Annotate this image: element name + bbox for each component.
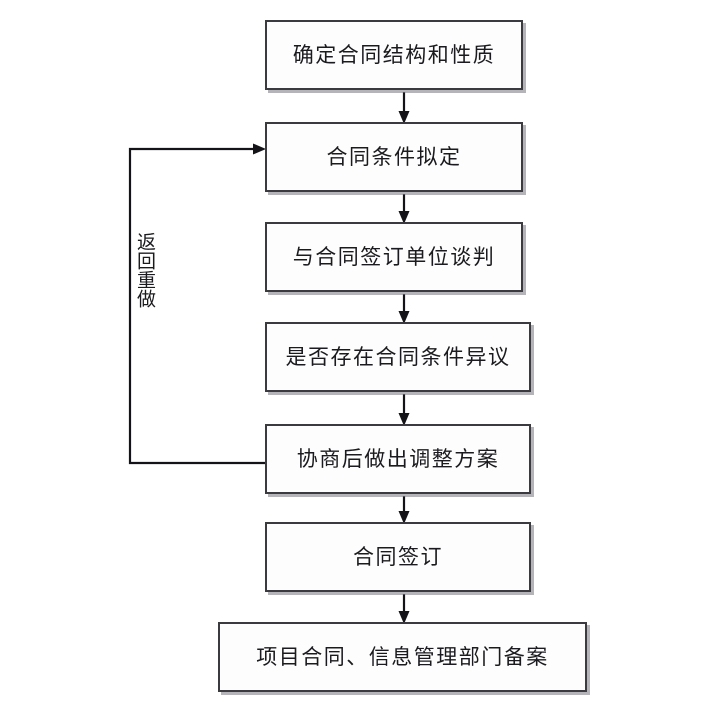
process-box-label: 合同签订 (353, 544, 443, 569)
process-box-label: 是否存在合同条件异议 (285, 344, 511, 369)
process-box-draft-contract-terms[interactable]: 合同条件拟定 (265, 122, 523, 192)
process-box-contract-signing[interactable]: 合同签订 (265, 522, 531, 592)
connector-node1-node2 (398, 92, 410, 124)
process-box-label: 合同条件拟定 (326, 144, 462, 169)
process-box-label: 确定合同结构和性质 (292, 42, 496, 67)
process-box-filing-with-management-department[interactable]: 项目合同、信息管理部门备案 (218, 622, 587, 692)
process-box-negotiate-with-signing-party[interactable]: 与合同签订单位谈判 (265, 222, 523, 292)
process-box-label: 协商后做出调整方案 (296, 446, 500, 471)
connector-node2-node3 (398, 194, 410, 224)
connector-node5-node6 (398, 496, 410, 524)
process-box-define-contract-structure[interactable]: 确定合同结构和性质 (265, 20, 523, 90)
connector-node6-node7 (398, 594, 410, 624)
process-box-adjustment-plan-after-negotiation[interactable]: 协商后做出调整方案 (265, 424, 531, 494)
process-box-label: 与合同签订单位谈判 (292, 244, 496, 269)
connector-node4-node5 (398, 394, 410, 426)
feedback-loop-label: 返回重做 (134, 232, 156, 308)
process-box-label: 项目合同、信息管理部门备案 (256, 644, 549, 669)
process-box-check-terms-objection[interactable]: 是否存在合同条件异议 (265, 322, 531, 392)
connector-node3-node4 (398, 294, 410, 324)
